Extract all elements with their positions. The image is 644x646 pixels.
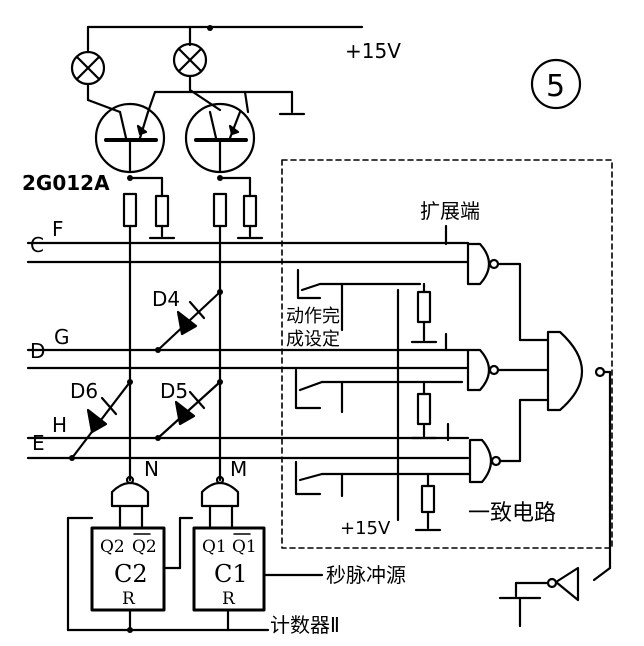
nand-gate-2 xyxy=(444,332,500,392)
counter1-name: C1 xyxy=(214,560,248,588)
diode-label-d6: D6 xyxy=(70,379,98,403)
emitter-ground xyxy=(146,90,306,116)
reset-bus xyxy=(66,608,270,632)
lamp-2 xyxy=(172,25,222,112)
counter1-reset: R xyxy=(222,589,236,609)
coincidence-label: 一致电路 xyxy=(468,501,556,526)
set-done-label: 成设定 xyxy=(286,329,340,350)
nand-gate-counter2 xyxy=(110,475,150,528)
output-inverter xyxy=(498,566,612,628)
coincidence-block xyxy=(281,159,613,549)
pulse-source-label: 秒脉冲源 xyxy=(326,563,406,587)
bus-label-e: E xyxy=(32,431,45,455)
diode-d6 xyxy=(70,380,132,460)
lamp-1 xyxy=(70,25,122,114)
diode-d5 xyxy=(156,380,222,440)
transistor-1 xyxy=(94,102,166,174)
action-done-label: 动作完 xyxy=(286,306,340,327)
bus-label-h: H xyxy=(52,413,67,437)
bus-label-c: C xyxy=(30,233,44,257)
nand-gate-counter1 xyxy=(200,475,240,528)
bus-label-f: F xyxy=(52,217,64,241)
counter1-q: Q1 xyxy=(202,537,227,557)
nand-gate-final xyxy=(496,262,612,570)
switch-1 xyxy=(296,268,422,332)
node-label-n: N xyxy=(144,457,159,481)
counter2-reset: R xyxy=(122,589,136,609)
diode-d4 xyxy=(156,290,222,352)
counter-ii-label: 计数器Ⅱ xyxy=(270,613,340,637)
bus-lines xyxy=(26,241,470,460)
figure-number-badge xyxy=(530,58,582,110)
nand-gate-1 xyxy=(444,224,500,286)
diode-label-d4: D4 xyxy=(152,287,180,311)
pulldown-resistors xyxy=(410,282,442,532)
node-label-m: M xyxy=(230,457,247,481)
transistor-2 xyxy=(184,102,256,174)
diode-label-d5: D5 xyxy=(160,379,188,403)
bus-label-g: G xyxy=(54,325,70,349)
transistor-label: 2G012A xyxy=(22,171,110,195)
expansion-end-label: 扩展端 xyxy=(420,199,480,223)
counter2-name: C2 xyxy=(114,560,148,588)
figure-number: 5 xyxy=(546,69,565,104)
resistor-network-right xyxy=(212,176,264,240)
counter-c2 xyxy=(66,516,194,632)
bus-label-d: D xyxy=(30,339,45,363)
resistor-network-left xyxy=(122,176,176,240)
counter2-qbar: Q2 xyxy=(132,537,157,557)
supply-label-bottom: +15V xyxy=(340,518,391,539)
counter1-qbar: Q1 xyxy=(232,537,257,557)
switch-3 xyxy=(294,460,472,498)
supply-label-top: +15V xyxy=(345,39,401,63)
switch-2 xyxy=(294,368,464,414)
counter2-q: Q2 xyxy=(100,537,125,557)
